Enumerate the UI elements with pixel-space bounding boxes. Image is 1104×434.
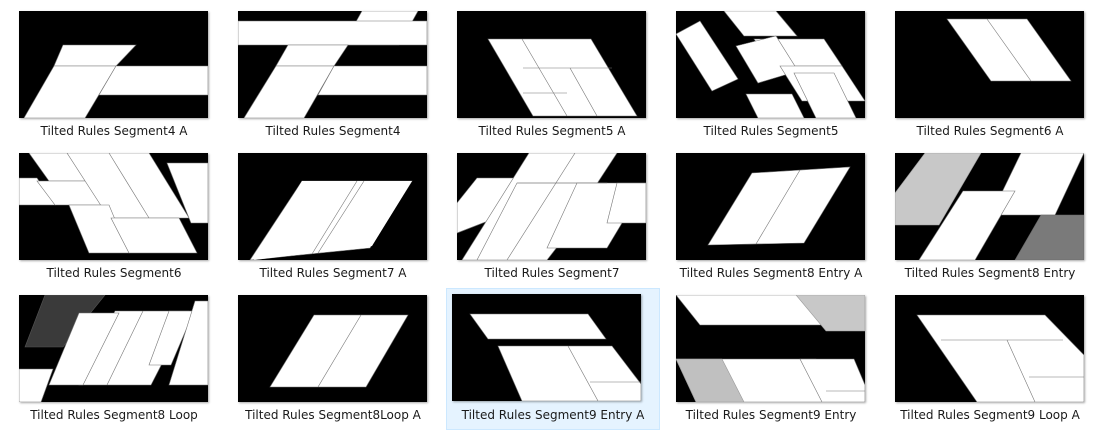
file-name: Tilted Rules Segment4	[265, 124, 401, 138]
image-thumbnail[interactable]	[457, 153, 646, 260]
image-thumbnail[interactable]	[238, 153, 427, 260]
thumbnail-artwork	[19, 11, 208, 118]
file-name: Tilted Rules Segment7	[484, 266, 620, 280]
file-item[interactable]: Tilted Rules Segment7	[451, 152, 663, 292]
thumbnail-artwork	[457, 11, 646, 118]
image-thumbnail[interactable]	[676, 153, 865, 260]
file-item[interactable]: Tilted Rules Segment9 Entry	[670, 294, 882, 434]
file-name: Tilted Rules Segment6 A	[916, 124, 1064, 138]
thumbnail-artwork	[676, 11, 865, 118]
file-item[interactable]: Tilted Rules Segment9 Loop A	[889, 294, 1101, 434]
thumbnail-artwork	[19, 153, 208, 260]
file-item[interactable]: Tilted Rules Segment8Loop A	[232, 294, 444, 434]
image-thumbnail[interactable]	[676, 295, 865, 402]
file-name: Tilted Rules Segment9 Loop A	[900, 408, 1080, 422]
thumbnail-artwork	[676, 295, 865, 402]
image-thumbnail[interactable]	[676, 11, 865, 118]
file-name: Tilted Rules Segment5 A	[478, 124, 626, 138]
thumbnail-artwork	[238, 11, 427, 118]
image-thumbnail[interactable]	[238, 11, 427, 118]
file-name: Tilted Rules Segment8 Loop	[30, 408, 198, 422]
file-name: Tilted Rules Segment9 Entry A	[461, 408, 645, 422]
image-thumbnail[interactable]	[457, 11, 646, 118]
image-thumbnail[interactable]	[19, 295, 208, 402]
thumbnail-artwork	[238, 153, 427, 260]
file-item[interactable]: Tilted Rules Segment5	[670, 10, 882, 150]
file-name: Tilted Rules Segment8 Entry	[904, 266, 1076, 280]
thumbnail-artwork	[457, 153, 646, 260]
image-thumbnail[interactable]	[895, 11, 1084, 118]
file-name: Tilted Rules Segment7 A	[259, 266, 407, 280]
file-item[interactable]: Tilted Rules Segment8 Entry A	[670, 152, 882, 292]
thumbnail-artwork	[895, 153, 1084, 260]
file-item[interactable]: Tilted Rules Segment8 Entry	[889, 152, 1101, 292]
image-thumbnail[interactable]	[895, 295, 1084, 402]
file-item[interactable]: Tilted Rules Segment8 Loop	[13, 294, 225, 434]
image-thumbnail[interactable]	[238, 295, 427, 402]
image-thumbnail[interactable]	[19, 153, 208, 260]
thumbnail-artwork	[19, 295, 208, 402]
file-item[interactable]: Tilted Rules Segment4	[232, 10, 444, 150]
file-item-selected[interactable]: Tilted Rules Segment9 Entry A	[446, 288, 660, 430]
file-name: Tilted Rules Segment8Loop A	[245, 408, 421, 422]
file-item[interactable]: Tilted Rules Segment5 A	[451, 10, 663, 150]
thumbnail-artwork	[676, 153, 865, 260]
file-item[interactable]: Tilted Rules Segment4 A	[13, 10, 225, 150]
file-item[interactable]: Tilted Rules Segment7 A	[232, 152, 444, 292]
thumbnail-artwork	[452, 294, 641, 401]
file-name: Tilted Rules Segment8 Entry A	[679, 266, 863, 280]
image-thumbnail[interactable]	[19, 11, 208, 118]
file-item[interactable]: Tilted Rules Segment6	[13, 152, 225, 292]
file-name: Tilted Rules Segment4 A	[40, 124, 188, 138]
image-thumbnail[interactable]	[895, 153, 1084, 260]
file-name: Tilted Rules Segment5	[703, 124, 839, 138]
thumbnail-artwork	[895, 295, 1084, 402]
file-name: Tilted Rules Segment9 Entry	[685, 408, 857, 422]
file-item[interactable]: Tilted Rules Segment6 A	[889, 10, 1101, 150]
thumbnail-artwork	[895, 11, 1084, 118]
file-name: Tilted Rules Segment6	[46, 266, 182, 280]
image-thumbnail[interactable]	[452, 294, 641, 401]
thumbnail-artwork	[238, 295, 427, 402]
